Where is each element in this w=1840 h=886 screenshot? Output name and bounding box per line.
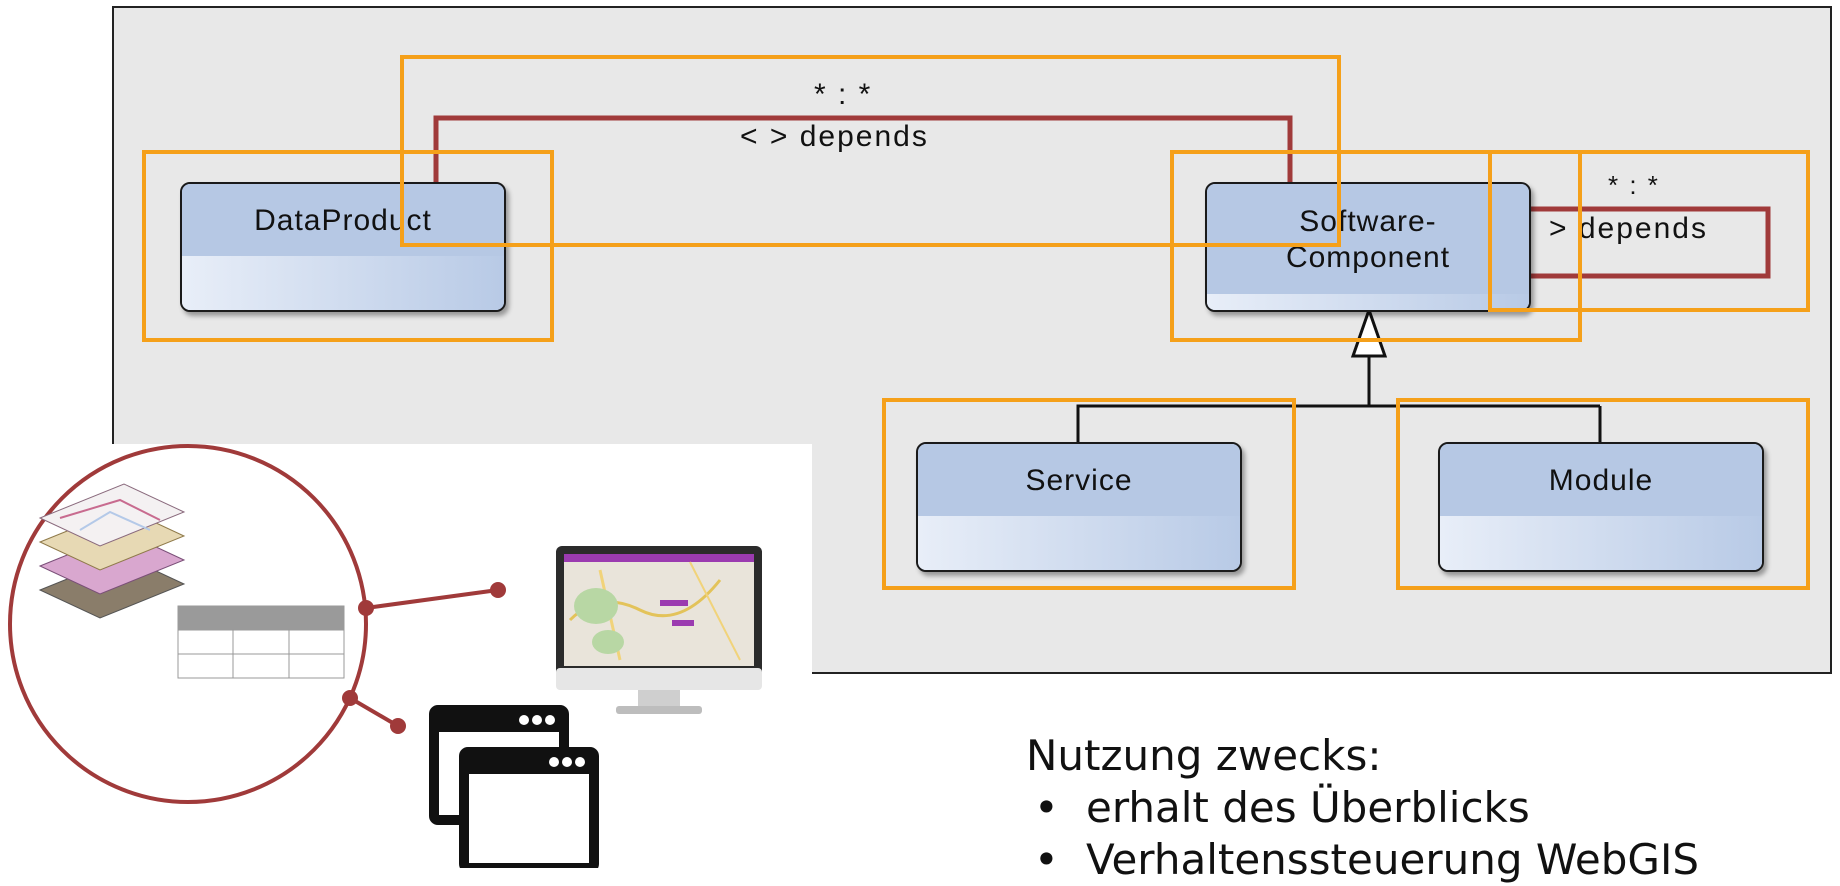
top-depends-label: < > depends	[740, 120, 929, 153]
usage-bullet-2: Verhaltenssteuerung WebGIS	[1026, 834, 1699, 886]
usage-text: Nutzung zwecks: erhalt des Überblicks Ve…	[1026, 730, 1699, 886]
map-layers-icon	[38, 483, 186, 619]
usage-heading: Nutzung zwecks:	[1026, 731, 1382, 780]
highlight-self-association	[1488, 150, 1810, 312]
generalization-line-service	[1076, 404, 1600, 445]
class-module[interactable]: Module	[1438, 442, 1764, 572]
usage-illustration	[8, 444, 762, 868]
monitor-icon	[556, 546, 762, 714]
browser-windows-icon	[429, 705, 599, 868]
class-software-component-name: Software- Component	[1207, 184, 1529, 298]
table-icon	[177, 605, 345, 679]
usage-bullet-1: erhalt des Überblicks	[1026, 782, 1699, 834]
self-depends-association-line	[1530, 206, 1771, 279]
self-multiplicity-label: * : *	[1608, 170, 1660, 200]
class-software-component[interactable]: Software- Component	[1205, 182, 1531, 312]
highlight-module	[1396, 398, 1810, 590]
class-module-name: Module	[1440, 444, 1762, 520]
class-service-name: Service	[918, 444, 1240, 520]
highlight-software-component	[1170, 150, 1582, 342]
top-multiplicity-label: * : *	[814, 78, 873, 111]
self-depends-label: > depends	[1549, 212, 1708, 245]
class-software-component-line1: Software-	[1299, 205, 1437, 238]
class-dataproduct[interactable]: DataProduct	[180, 182, 506, 312]
highlight-service	[882, 398, 1296, 590]
class-service[interactable]: Service	[916, 442, 1242, 572]
data-circle	[8, 444, 368, 804]
